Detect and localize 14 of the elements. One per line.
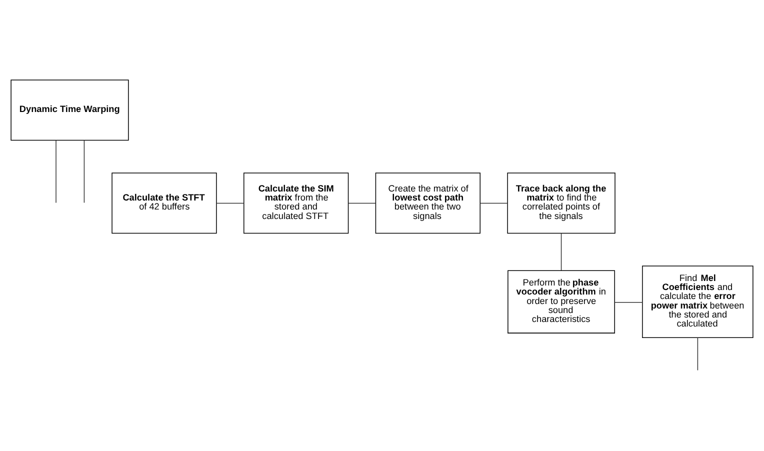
connector: [216, 202, 244, 204]
connector: [697, 337, 698, 371]
node-box: Dynamic Time Warping: [10, 80, 129, 141]
connector: [84, 140, 85, 204]
node-box: Create the matrix of lowest cost path between the two signals: [375, 172, 480, 234]
node-box: Perform the phase vocoder algorithm in order to preserve sound characteristics: [508, 270, 615, 334]
node-box: Calculate the SIM matrix from the stored and calculated STFT: [244, 172, 349, 234]
connector: [560, 232, 562, 271]
connector: [348, 202, 376, 204]
node-box: Calculate the STFT of 42 buffers: [112, 172, 217, 234]
connector: [480, 202, 508, 204]
node-box: Trace back along the matrix to find the correlated points of the signals: [507, 172, 616, 234]
connector: [614, 302, 643, 303]
node-box: Find Mel Coefficients and calculate the error power matrix between the stored and calculated: [642, 266, 754, 338]
